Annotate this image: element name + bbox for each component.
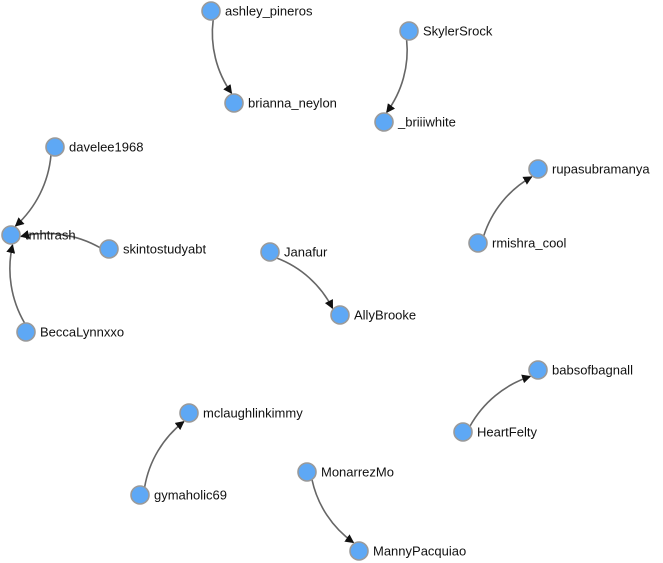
node-label: babsofbagnall <box>552 363 633 378</box>
node-label: ashley_pineros <box>225 4 313 19</box>
graph-node[interactable]: HeartFelty <box>453 422 537 442</box>
node-label: rupasubramanya <box>552 162 650 177</box>
graph-node[interactable]: tmhtrash <box>1 225 76 245</box>
graph-node[interactable]: SkylerSrock <box>399 21 493 41</box>
node-circle[interactable] <box>349 541 369 561</box>
graph-node[interactable]: babsofbagnall <box>528 360 633 380</box>
graph-node[interactable]: skintostudyabt <box>99 239 206 259</box>
edge-HeartFelty-to-babsofbagnall <box>469 374 532 427</box>
graph-node[interactable]: _briiiwhite <box>374 112 456 132</box>
node-label: SkylerSrock <box>423 24 493 39</box>
node-label: brianna_neylon <box>248 96 337 111</box>
graph-node[interactable]: mclaughlinkimmy <box>179 403 303 423</box>
edge-Janafur-to-AllyBrooke <box>276 257 334 310</box>
graph-node[interactable]: davelee1968 <box>45 137 143 157</box>
node-label: gymaholic69 <box>154 488 227 503</box>
node-circle[interactable] <box>399 21 419 41</box>
node-circle[interactable] <box>297 462 317 482</box>
node-circle[interactable] <box>16 322 36 342</box>
node-circle[interactable] <box>1 225 21 245</box>
edge-BeccaLynnxxo-to-tmhtrash <box>6 244 26 324</box>
node-label: _briiiwhite <box>397 115 456 130</box>
graph-node[interactable]: rupasubramanya <box>528 159 650 179</box>
node-label: MannyPacquiao <box>373 544 466 559</box>
graph-node[interactable]: ashley_pineros <box>201 1 313 21</box>
node-label: Janafur <box>284 245 328 260</box>
node-circle[interactable] <box>260 242 280 262</box>
node-label: HeartFelty <box>477 425 537 440</box>
node-circle[interactable] <box>528 360 548 380</box>
node-label: AllyBrooke <box>354 308 416 323</box>
node-label: skintostudyabt <box>123 242 206 257</box>
node-circle[interactable] <box>453 422 473 442</box>
graph-node[interactable]: rmishra_cool <box>468 233 567 253</box>
edge-rmishra_cool-to-rupasubramanya <box>482 176 533 237</box>
nodes-layer: ashley_pineros brianna_neylon SkylerSrock _… <box>1 1 650 561</box>
graph-node[interactable]: MonarrezMo <box>297 462 394 482</box>
graph-node[interactable]: BeccaLynnxxo <box>16 322 124 342</box>
node-label: mclaughlinkimmy <box>203 406 303 421</box>
edge-SkylerSrock-to-_briiiwhite <box>386 39 408 114</box>
edge-skintostudyabt-to-tmhtrash <box>20 230 101 249</box>
node-label: BeccaLynnxxo <box>40 325 124 340</box>
graph-node[interactable]: Janafur <box>260 242 328 262</box>
node-label: rmishra_cool <box>492 236 567 251</box>
edges-layer <box>6 19 533 544</box>
node-circle[interactable] <box>374 112 394 132</box>
node-circle[interactable] <box>99 239 119 259</box>
graph-node[interactable]: gymaholic69 <box>130 485 227 505</box>
graph-node[interactable]: AllyBrooke <box>330 305 416 325</box>
node-circle[interactable] <box>528 159 548 179</box>
graph-node[interactable]: MannyPacquiao <box>349 541 466 561</box>
edge-gymaholic69-to-mclaughlinkimmy <box>143 420 185 488</box>
node-circle[interactable] <box>179 403 199 423</box>
edge-davelee1968-to-tmhtrash <box>14 154 52 227</box>
graph-node[interactable]: brianna_neylon <box>224 93 337 113</box>
node-label: davelee1968 <box>69 140 143 155</box>
edge-ashley_pineros-to-brianna_neylon <box>211 19 233 95</box>
node-circle[interactable] <box>130 485 150 505</box>
node-circle[interactable] <box>330 305 350 325</box>
node-circle[interactable] <box>45 137 65 157</box>
node-label: MonarrezMo <box>321 465 394 480</box>
node-label: tmhtrash <box>25 228 76 243</box>
node-circle[interactable] <box>201 1 221 21</box>
node-circle[interactable] <box>224 93 244 113</box>
node-circle[interactable] <box>468 233 488 253</box>
edge-MonarrezMo-to-MannyPacquiao <box>311 479 355 544</box>
